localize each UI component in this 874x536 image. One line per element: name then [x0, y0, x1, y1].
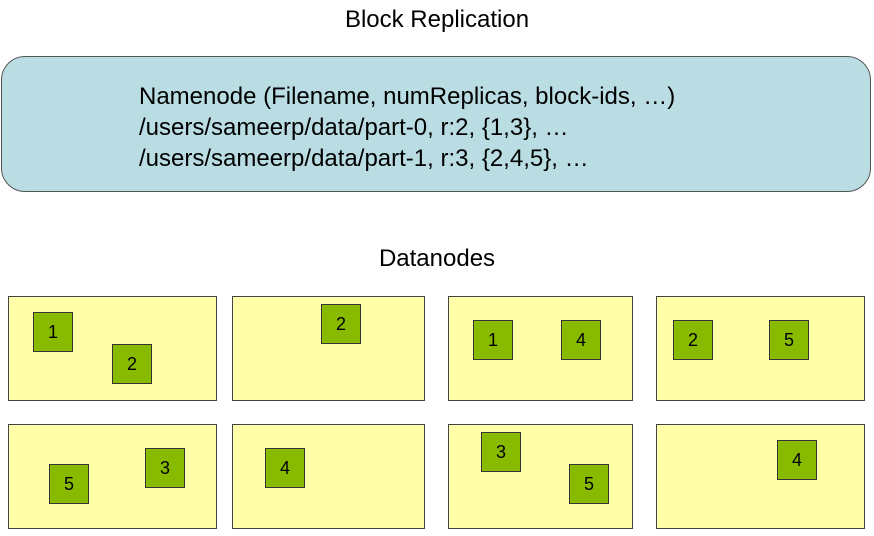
block: 4 [265, 448, 305, 488]
block: 2 [321, 304, 361, 344]
block: 4 [561, 320, 601, 360]
datanode-5: 5 3 [8, 424, 217, 529]
datanodes-label: Datanodes [378, 245, 496, 272]
block: 1 [33, 312, 73, 352]
namenode-entry-part-1: /users/sameerp/data/part-1, r:3, {2,4,5}… [139, 145, 589, 172]
namenode-header: Namenode (Filename, numReplicas, block-i… [139, 83, 676, 110]
datanode-6: 4 [232, 424, 425, 529]
datanode-1: 1 2 [8, 296, 217, 401]
datanode-3: 1 4 [448, 296, 633, 401]
block: 3 [145, 448, 185, 488]
block: 5 [569, 464, 609, 504]
block: 3 [481, 432, 521, 472]
block: 5 [49, 464, 89, 504]
datanode-2: 2 [232, 296, 425, 401]
namenode-text: Namenode (Filename, numReplicas, block-i… [139, 81, 675, 174]
datanode-7: 3 5 [448, 424, 633, 529]
datanode-4: 2 5 [656, 296, 865, 401]
block: 4 [777, 440, 817, 480]
namenode-entry-part-0: /users/sameerp/data/part-0, r:2, {1,3}, … [139, 114, 569, 141]
block: 2 [673, 320, 713, 360]
namenode-box: Namenode (Filename, numReplicas, block-i… [1, 56, 871, 192]
diagram-title: Block Replication [344, 6, 530, 33]
block: 2 [112, 344, 152, 384]
datanode-8: 4 [656, 424, 865, 529]
block: 1 [473, 320, 513, 360]
block: 5 [769, 320, 809, 360]
